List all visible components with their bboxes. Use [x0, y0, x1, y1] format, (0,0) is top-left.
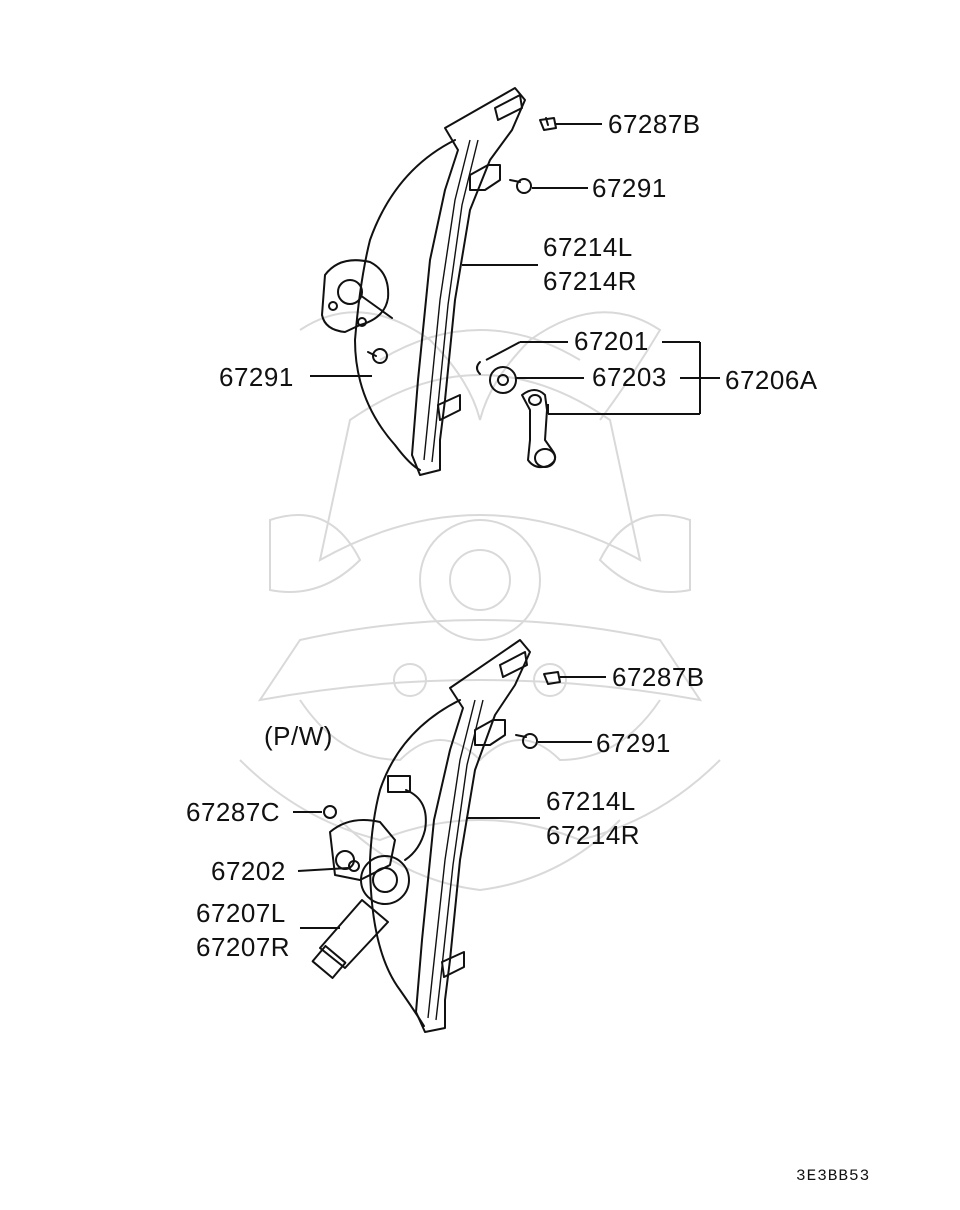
lower-regulator-assembly: (P/W) 67287B 67291 67287C 67214L 67214R …	[186, 639, 705, 1033]
regulator-rail	[411, 87, 526, 476]
label-67207l: 67207L	[196, 898, 286, 928]
bolt-67291-lower-icon	[515, 733, 538, 749]
label-67287b-upper: 67287B	[608, 109, 701, 139]
regulator-rail-pw	[415, 639, 531, 1033]
label-67202: 67202	[211, 856, 286, 886]
label-67214r-upper: 67214R	[543, 266, 637, 296]
label-67291-upper-left: 67291	[219, 362, 294, 392]
regulator-cable-pw	[369, 699, 461, 1027]
label-67201: 67201	[574, 326, 649, 356]
regulator-drum	[321, 259, 393, 333]
variant-note-pw: (P/W)	[264, 721, 333, 751]
label-67287c: 67287C	[186, 797, 280, 827]
label-67291-upper-right: 67291	[592, 173, 667, 203]
label-67291-lower: 67291	[596, 728, 671, 758]
label-67206a: 67206A	[725, 365, 818, 395]
label-67214l-upper: 67214L	[543, 232, 633, 262]
samurai-helmet-emblem-icon	[239, 311, 721, 892]
regulator-cable	[354, 139, 456, 471]
label-67287b-lower: 67287B	[612, 662, 705, 692]
window-motor-67207-icon	[311, 819, 410, 980]
diagram-code: 3E3BB53	[796, 1167, 870, 1185]
label-67203: 67203	[592, 362, 667, 392]
window-handle-67206a-icon	[521, 389, 557, 469]
washer-67203-icon	[489, 366, 517, 394]
screw-67287b-lower-icon	[543, 671, 561, 685]
bolt-67291-left-icon	[367, 348, 388, 364]
bolt-67202-icon	[348, 860, 360, 872]
clip-67201-icon	[476, 361, 481, 375]
nut-67287c-icon	[323, 805, 337, 819]
screw-67287b-icon	[539, 117, 557, 131]
label-67214l-lower: 67214L	[546, 786, 636, 816]
bolt-67291-icon	[509, 178, 532, 194]
upper-regulator-assembly: 67287B 67291 67214L 67214R 67201 67203 6…	[219, 87, 818, 476]
label-67207r: 67207R	[196, 932, 290, 962]
label-67214r-lower: 67214R	[546, 820, 640, 850]
